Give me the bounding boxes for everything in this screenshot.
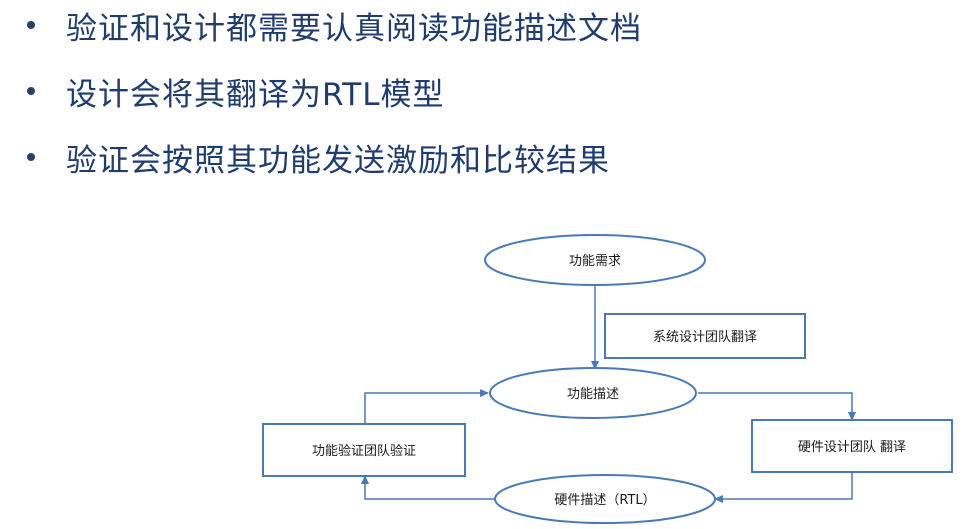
node-translate-system: 系统设计团队翻译 xyxy=(604,313,806,359)
node-verify-team-label: 功能验证团队验证 xyxy=(312,443,416,459)
node-description: 功能描述 xyxy=(489,367,697,419)
bullet-text: 设计会将其翻译为RTL模型 xyxy=(66,76,445,113)
node-requirement-label: 功能需求 xyxy=(569,254,621,269)
node-hw-translate: 硬件设计团队 翻译 xyxy=(751,419,953,473)
node-description-label: 功能描述 xyxy=(567,387,619,402)
node-hw-description: 硬件描述（RTL） xyxy=(494,474,716,524)
node-hw-description-label: 硬件描述（RTL） xyxy=(554,493,655,508)
arrow-verify-to-description xyxy=(364,389,489,424)
bullet-dot-icon xyxy=(27,21,35,29)
node-requirement: 功能需求 xyxy=(484,234,706,286)
bullet-text: 验证和设计都需要认真阅读功能描述文档 xyxy=(66,10,642,47)
bullet-dot-icon xyxy=(27,153,35,161)
node-verify-team: 功能验证团队验证 xyxy=(262,423,466,477)
arrow-hw-description-to-verify xyxy=(361,475,494,500)
bullet-text: 验证会按照其功能发送激励和比较结果 xyxy=(66,142,610,179)
node-hw-translate-label: 硬件设计团队 翻译 xyxy=(798,440,906,455)
node-translate-system-label: 系统设计团队翻译 xyxy=(653,330,757,345)
bullet-dot-icon xyxy=(27,87,35,95)
arrow-hw-translate-to-hw-description xyxy=(714,472,853,503)
arrow-description-to-hw-translate xyxy=(698,392,856,421)
